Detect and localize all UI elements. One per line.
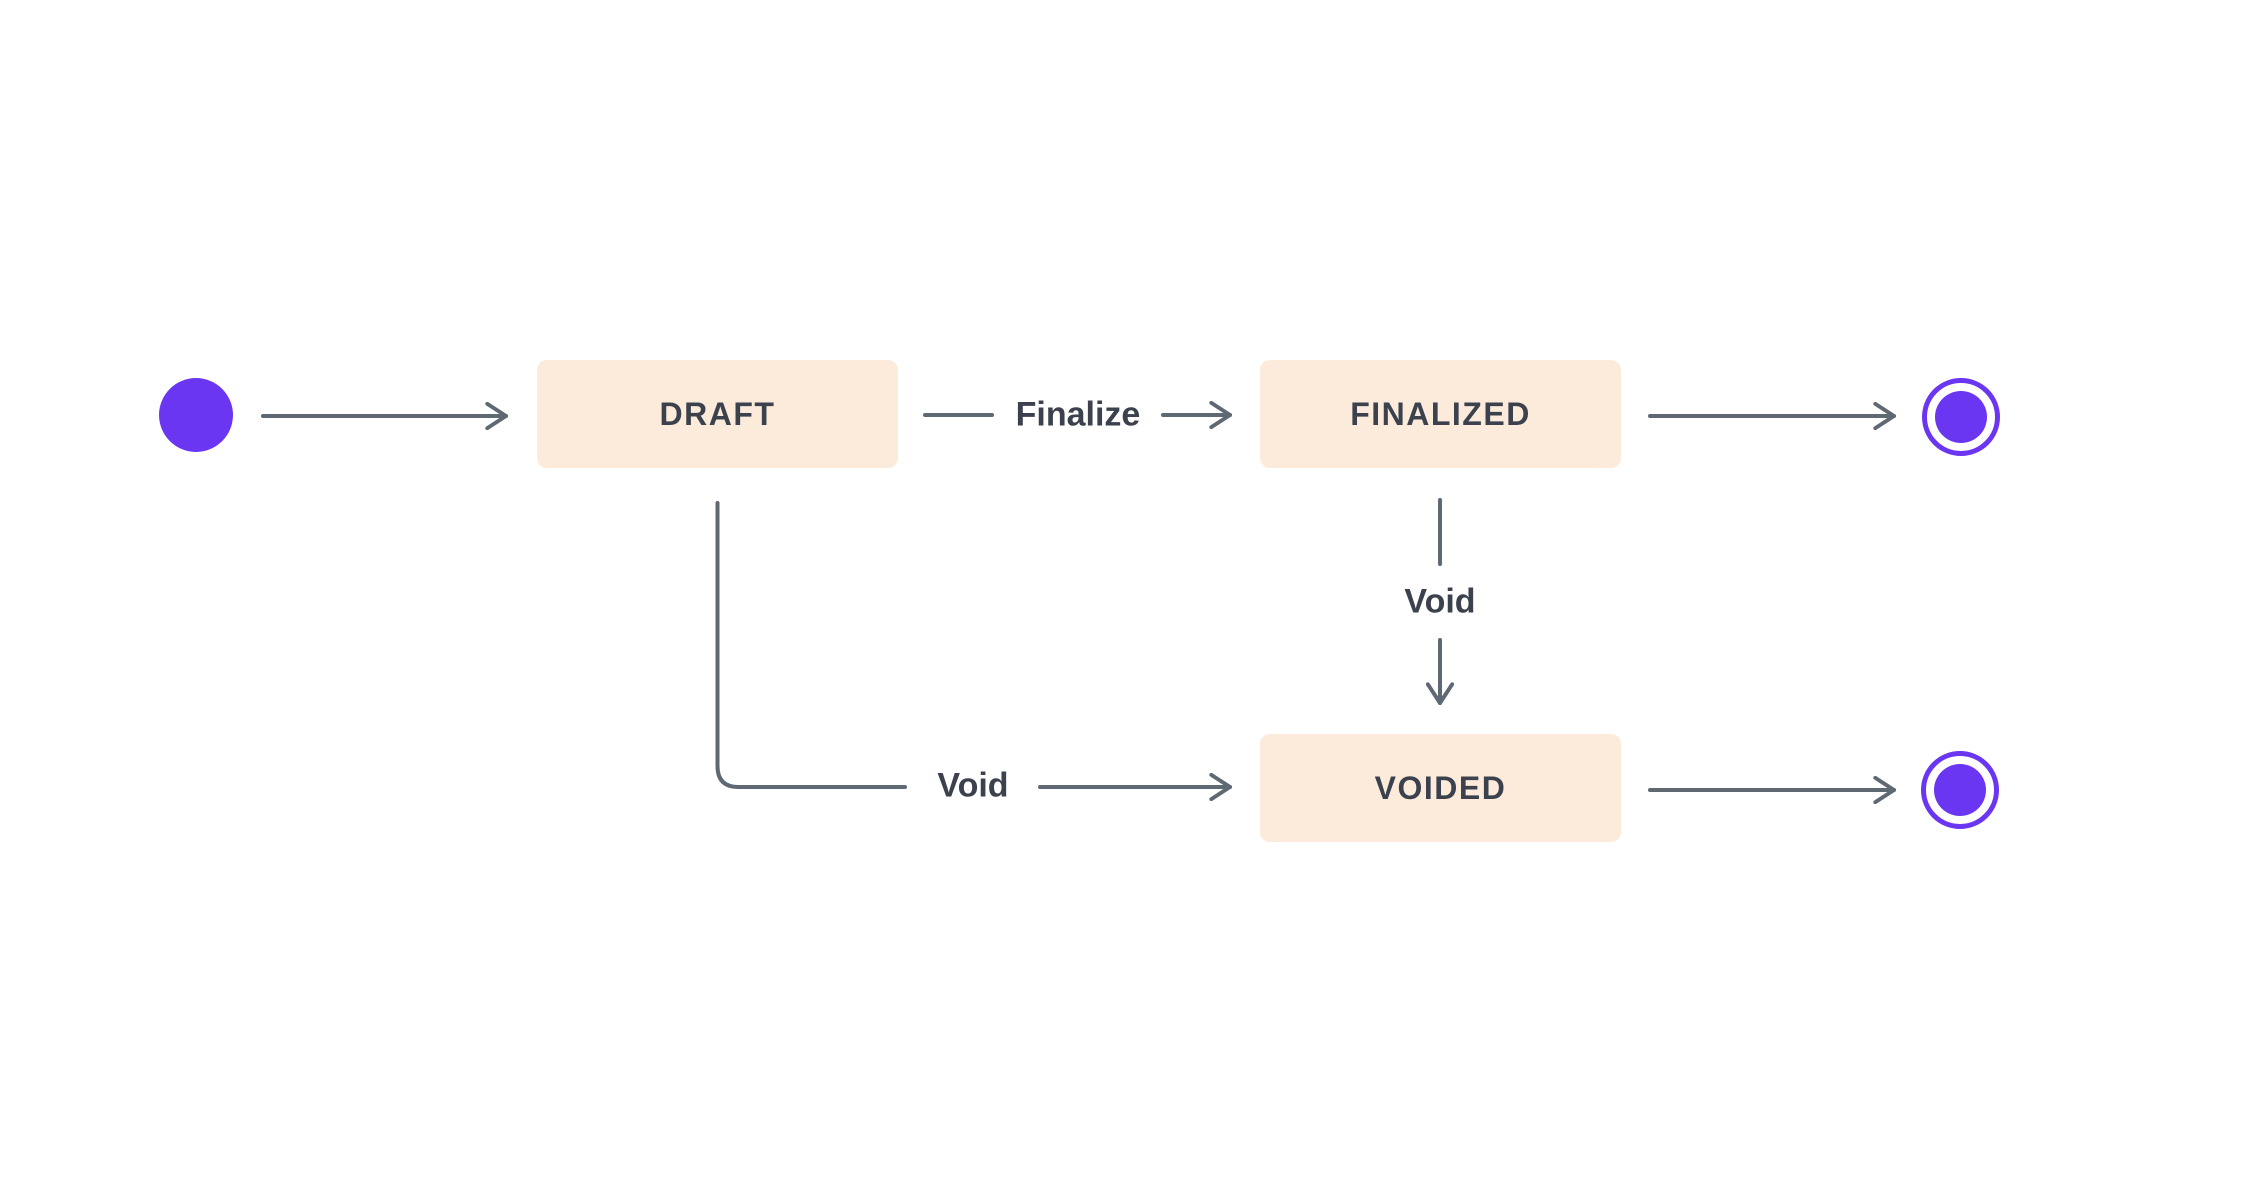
state-label-draft: DRAFT	[659, 395, 776, 432]
state-label-finalized: FINALIZED	[1350, 395, 1531, 432]
state-node-voided: VOIDED	[1260, 734, 1621, 842]
edge-label-void-from-draft: Void	[937, 766, 1009, 805]
state-node-draft: DRAFT	[537, 360, 898, 468]
end-node-dot	[1934, 764, 1986, 816]
edge-label-finalize: Finalize	[1015, 395, 1141, 434]
end-node-after-voided	[1921, 751, 1999, 829]
end-node-after-finalized	[1922, 378, 2000, 456]
state-label-voided: VOIDED	[1374, 769, 1507, 806]
end-node-dot	[1935, 391, 1987, 443]
state-node-finalized: FINALIZED	[1260, 360, 1621, 468]
edge-draft-to-voided-segment-1	[715, 501, 907, 789]
start-node	[159, 378, 233, 452]
edge-label-void-from-finalized: Void	[1404, 582, 1476, 621]
